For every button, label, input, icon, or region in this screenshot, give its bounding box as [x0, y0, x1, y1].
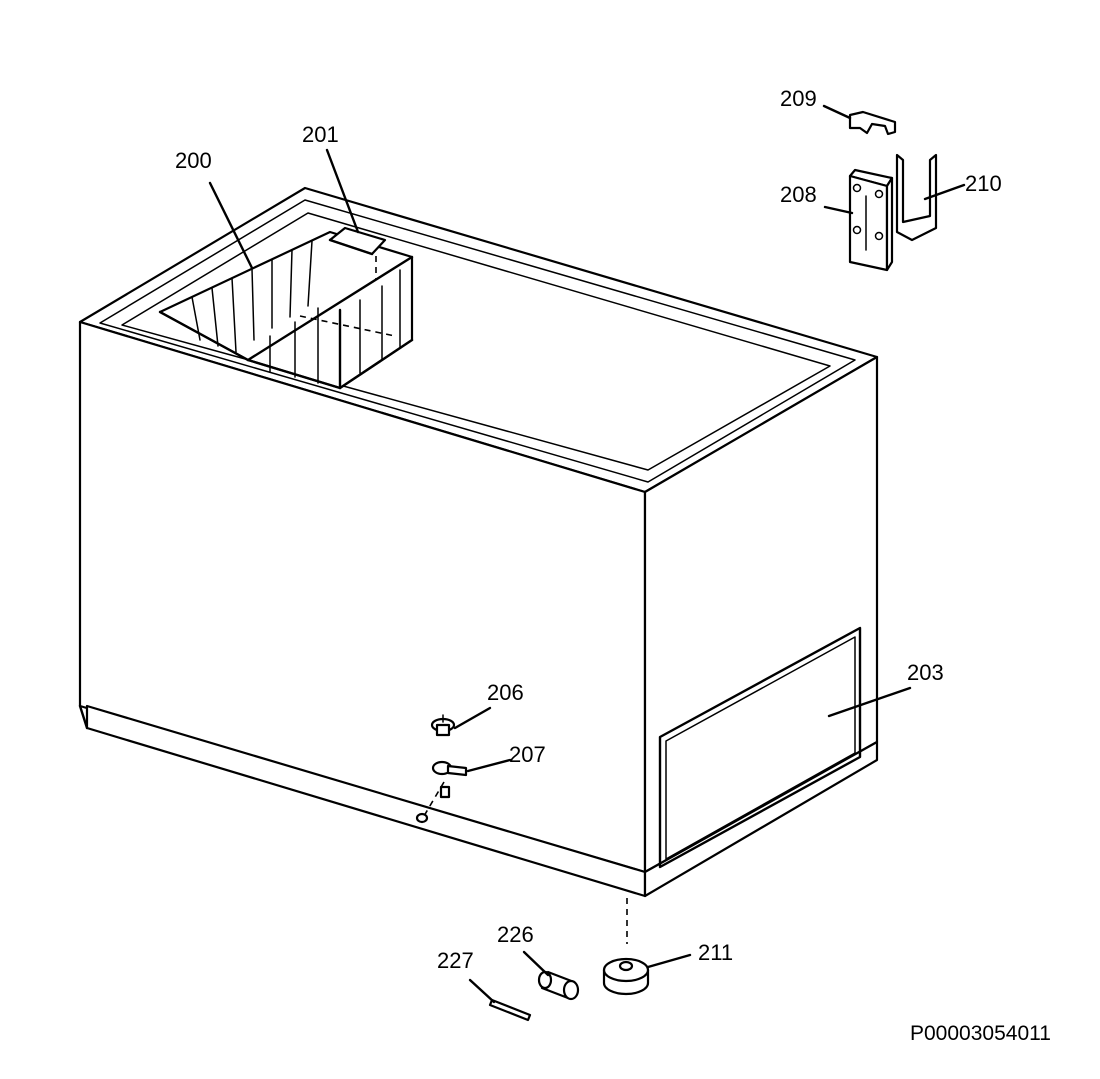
label-208: 208 — [780, 182, 817, 207]
side-panel-203 — [658, 626, 862, 869]
label-206: 206 — [487, 680, 524, 705]
label-201: 201 — [302, 122, 339, 147]
label-200: 200 — [175, 148, 212, 173]
label-207: 207 — [509, 742, 546, 767]
label-227: 227 — [437, 948, 474, 973]
latch-209 — [848, 110, 897, 136]
leader-lines — [208, 104, 966, 1004]
label-226: 226 — [497, 922, 534, 947]
label-203: 203 — [907, 660, 944, 685]
foot-211 — [602, 898, 650, 996]
lever-207 — [415, 760, 468, 824]
basket-200 — [158, 230, 414, 390]
drawing-code: P00003054011 — [910, 1022, 1051, 1045]
pin-227 — [488, 998, 532, 1022]
part-labels: 200 201 203 206 207 208 209 210 211 226 … — [175, 86, 1051, 1045]
knob-206 — [430, 714, 456, 737]
label-210: 210 — [965, 171, 1002, 196]
basket-handle-201 — [328, 226, 387, 280]
label-211: 211 — [698, 940, 733, 965]
cover-210 — [895, 153, 938, 242]
roller-226 — [537, 970, 580, 1001]
lock-208 — [848, 168, 894, 272]
label-209: 209 — [780, 86, 817, 111]
